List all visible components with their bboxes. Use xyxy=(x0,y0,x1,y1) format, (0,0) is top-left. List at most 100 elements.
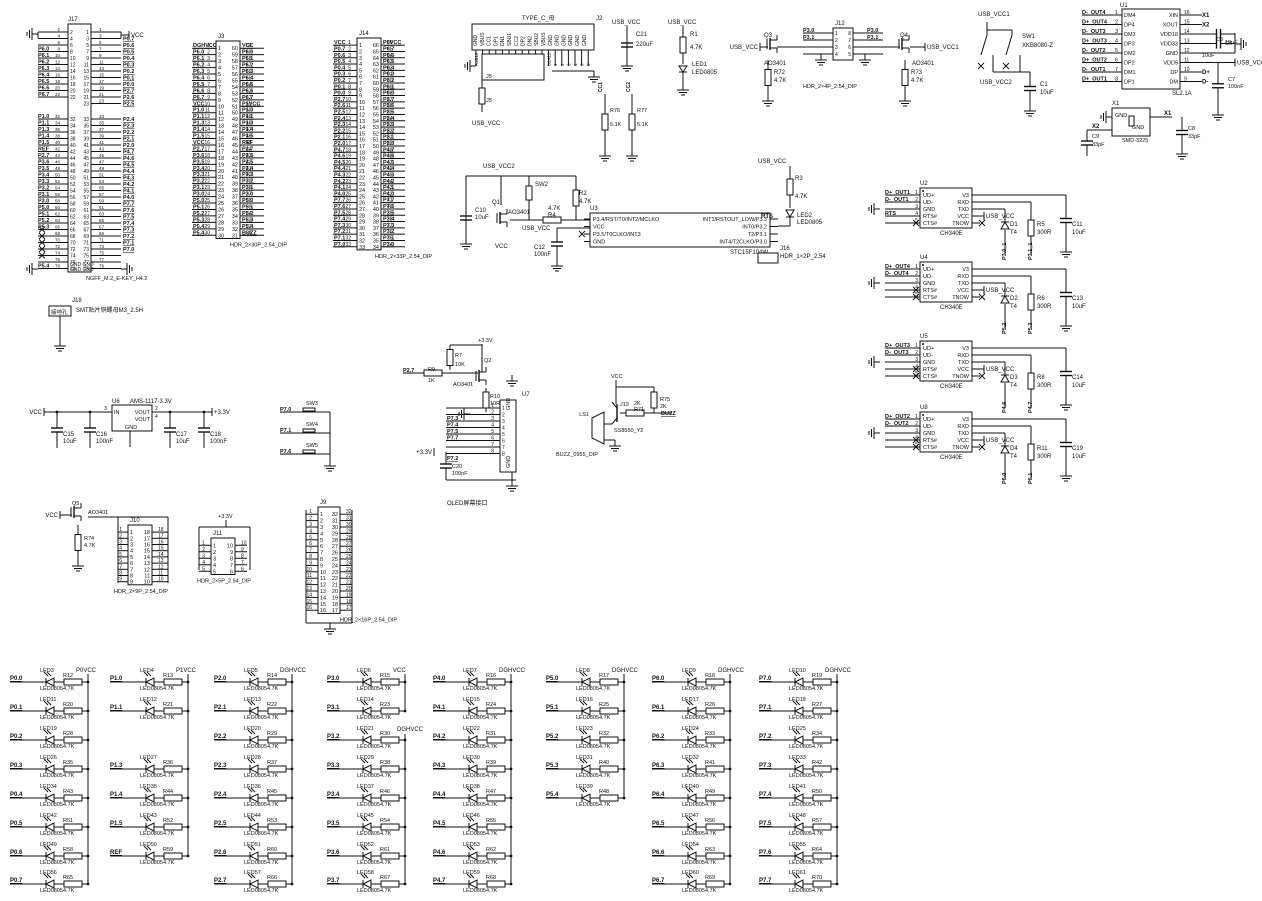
resistor-body xyxy=(267,678,287,686)
led-triangle xyxy=(144,851,155,861)
pin-number: 39 xyxy=(387,210,393,216)
pin-number: 64 xyxy=(70,221,76,227)
net-label: REF xyxy=(242,140,254,146)
component-value: LED0805 xyxy=(789,802,812,808)
ref-designator: R61 xyxy=(380,847,390,853)
wire xyxy=(792,671,798,677)
power-net-label: USB_VCC1 xyxy=(927,45,959,51)
pin-number: 57 xyxy=(83,195,89,201)
led-triangle xyxy=(44,764,55,774)
wire xyxy=(582,729,588,735)
pin-number: 22 xyxy=(204,179,210,185)
pin-number: 44 xyxy=(373,182,379,188)
junction-dot xyxy=(403,738,407,742)
component-value: 10K xyxy=(455,362,465,368)
resistor-body xyxy=(163,678,183,686)
pin-label: CTS# xyxy=(923,445,938,451)
pin-number: 1 xyxy=(218,46,221,52)
pin-label: VDD33 xyxy=(1160,42,1178,48)
ref-designator: LED46 xyxy=(463,813,480,819)
resistor-icon xyxy=(700,707,730,715)
power-net-label: VCC xyxy=(495,244,508,250)
pin-number: 58 xyxy=(70,202,76,208)
pin-number: 21 xyxy=(345,166,351,172)
resistor-body xyxy=(63,707,83,715)
junction-dot xyxy=(403,825,407,829)
pin-number: 5 xyxy=(207,69,210,75)
pin-number: 3 xyxy=(202,553,205,559)
net-label: P3.3 xyxy=(38,179,49,185)
led-triangle xyxy=(44,851,55,861)
wire xyxy=(688,729,694,735)
net-label: P7.0 xyxy=(759,676,772,682)
ref-designator: LED39 xyxy=(576,784,593,790)
pin-label: GND xyxy=(1115,113,1127,119)
net-label: P1.0 xyxy=(38,114,49,120)
resistor-icon xyxy=(620,409,650,417)
pin-number: 36 xyxy=(373,232,379,238)
power-net-label: USB_VCC1 xyxy=(978,12,1010,18)
component-value: 4.7K xyxy=(486,744,498,750)
pin-number: 4 xyxy=(835,52,838,58)
pin-label: GND xyxy=(923,360,935,366)
pin-number: 15 xyxy=(345,128,351,134)
junction-dot xyxy=(403,882,407,886)
ref-designator: LED9 xyxy=(682,668,696,674)
led-icon xyxy=(247,671,259,687)
pin-number: 14 xyxy=(345,122,351,128)
ref-designator: R49 xyxy=(705,789,715,795)
pin-number: 26 xyxy=(332,551,338,557)
resistor-body xyxy=(812,736,832,744)
led-triangle xyxy=(793,706,804,716)
wire xyxy=(466,873,472,879)
net-label: P2.2 xyxy=(214,734,227,740)
pin-number: 31 xyxy=(359,232,365,238)
wire xyxy=(688,758,694,764)
pin-number: 4 xyxy=(915,285,918,291)
pin-number: 68 xyxy=(70,234,76,240)
wire xyxy=(912,436,920,444)
component-value: 4.7K xyxy=(380,802,392,808)
net-label: P0.5 xyxy=(383,59,394,65)
component-value: 10uF xyxy=(1072,230,1086,236)
pin-number: 2 xyxy=(359,49,362,55)
pin-number: 17 xyxy=(332,608,338,614)
junction-dot xyxy=(509,709,513,713)
pin-number: 25 xyxy=(332,557,338,563)
net-label: P5.2 xyxy=(242,211,253,217)
pin-number: 28 xyxy=(345,210,351,216)
net-label: P7.4 xyxy=(447,423,459,429)
component-value: LED0805 xyxy=(463,831,486,837)
resistor-icon xyxy=(481,794,511,802)
pin-number: 18 xyxy=(332,602,338,608)
pin-number: 38 xyxy=(55,134,61,139)
resistor-body xyxy=(380,678,400,686)
component-value: 4.7K xyxy=(486,860,498,866)
net-label: P4.5 xyxy=(433,821,446,827)
pin-number: 17 xyxy=(204,146,210,152)
wire xyxy=(977,62,985,70)
pin-number: 54 xyxy=(246,82,252,88)
net-label: D+_OUT1 xyxy=(885,190,910,196)
component-value: 4.7K xyxy=(812,773,824,779)
led-icon xyxy=(466,700,478,716)
net-label: P2.1 xyxy=(123,137,134,143)
pin-number: 15 xyxy=(158,546,164,552)
junction-dot xyxy=(290,767,294,771)
component-value: LED0805 xyxy=(357,744,380,750)
net-label: P6.6 xyxy=(242,88,253,94)
wire xyxy=(792,729,798,735)
led-triangle xyxy=(144,764,155,774)
pin-number: 30 xyxy=(346,522,352,528)
pin-number: 7 xyxy=(848,38,851,44)
led-triangle xyxy=(144,706,155,716)
pin-number: 59 xyxy=(83,202,89,208)
ground-icon xyxy=(1024,105,1036,117)
wire xyxy=(46,700,52,706)
pin-number: 15 xyxy=(359,131,365,137)
pin-number: 17 xyxy=(83,82,89,88)
